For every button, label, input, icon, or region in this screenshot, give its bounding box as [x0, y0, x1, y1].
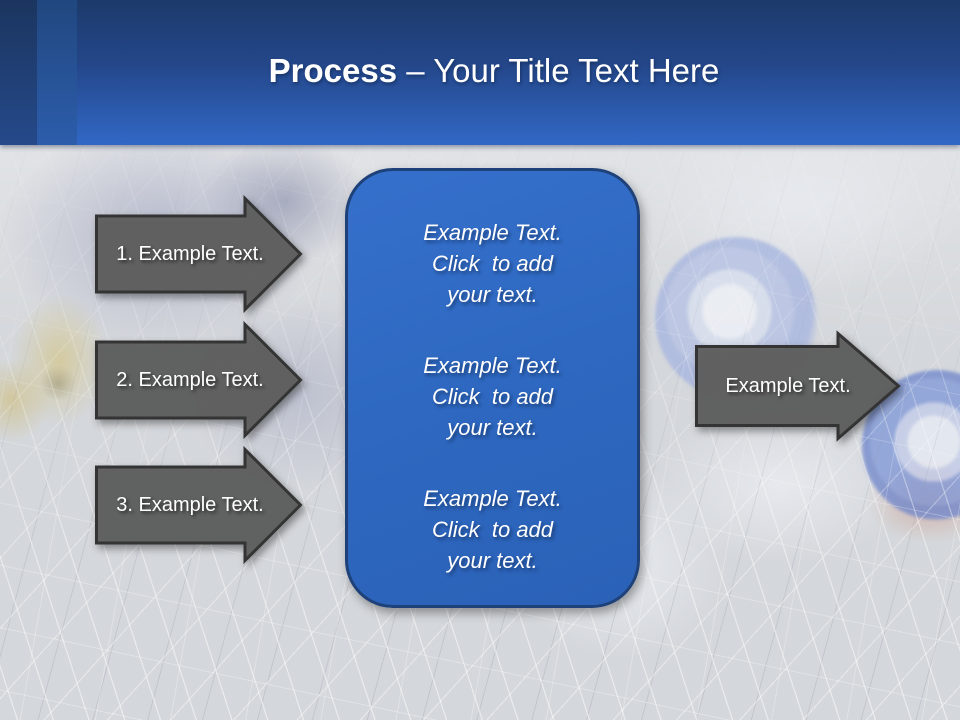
detail-line: Example Text. — [423, 353, 562, 378]
left-accent-stripe-dark — [0, 0, 37, 145]
left-accent-stripe-mid — [37, 0, 77, 145]
detail-line: Click to add — [431, 384, 554, 409]
right-arrow-shape — [95, 194, 303, 314]
right-arrow-shape — [695, 330, 901, 442]
detail-paragraph-3: Example Text. Click to add your text. — [368, 483, 617, 576]
detail-text-box[interactable]: Example Text. Click to add your text. Ex… — [345, 168, 640, 608]
process-step-label-1: 1. Example Text. — [116, 242, 264, 265]
detail-line: Click to add — [431, 517, 554, 542]
process-step-label-3: 3. Example Text. — [116, 493, 264, 516]
process-step-arrow-3[interactable]: 3. Example Text. — [95, 445, 303, 565]
detail-line: your text. — [447, 415, 538, 440]
page-title[interactable]: Process – Your Title Text Here — [14, 0, 960, 90]
output-arrow[interactable]: Example Text. — [695, 330, 901, 442]
detail-line: your text. — [447, 282, 538, 307]
process-step-arrow-1[interactable]: 1. Example Text. — [95, 194, 303, 314]
right-arrow-shape — [95, 445, 303, 565]
page-title-rest: – Your Title Text Here — [397, 52, 720, 89]
output-arrow-label: Example Text. — [725, 374, 851, 397]
process-step-label-2: 2. Example Text. — [116, 368, 264, 391]
page-title-emphasis: Process — [268, 52, 398, 89]
process-step-arrow-2[interactable]: 2. Example Text. — [95, 320, 303, 440]
header-band: Process – Your Title Text Here — [0, 0, 960, 145]
detail-line: Example Text. — [423, 486, 562, 511]
detail-line: Example Text. — [423, 220, 562, 245]
detail-line: your text. — [447, 548, 538, 573]
detail-line: Click to add — [431, 251, 554, 276]
right-arrow-shape — [95, 320, 303, 440]
detail-paragraph-2: Example Text. Click to add your text. — [368, 350, 617, 443]
detail-paragraph-1: Example Text. Click to add your text. — [368, 217, 617, 310]
